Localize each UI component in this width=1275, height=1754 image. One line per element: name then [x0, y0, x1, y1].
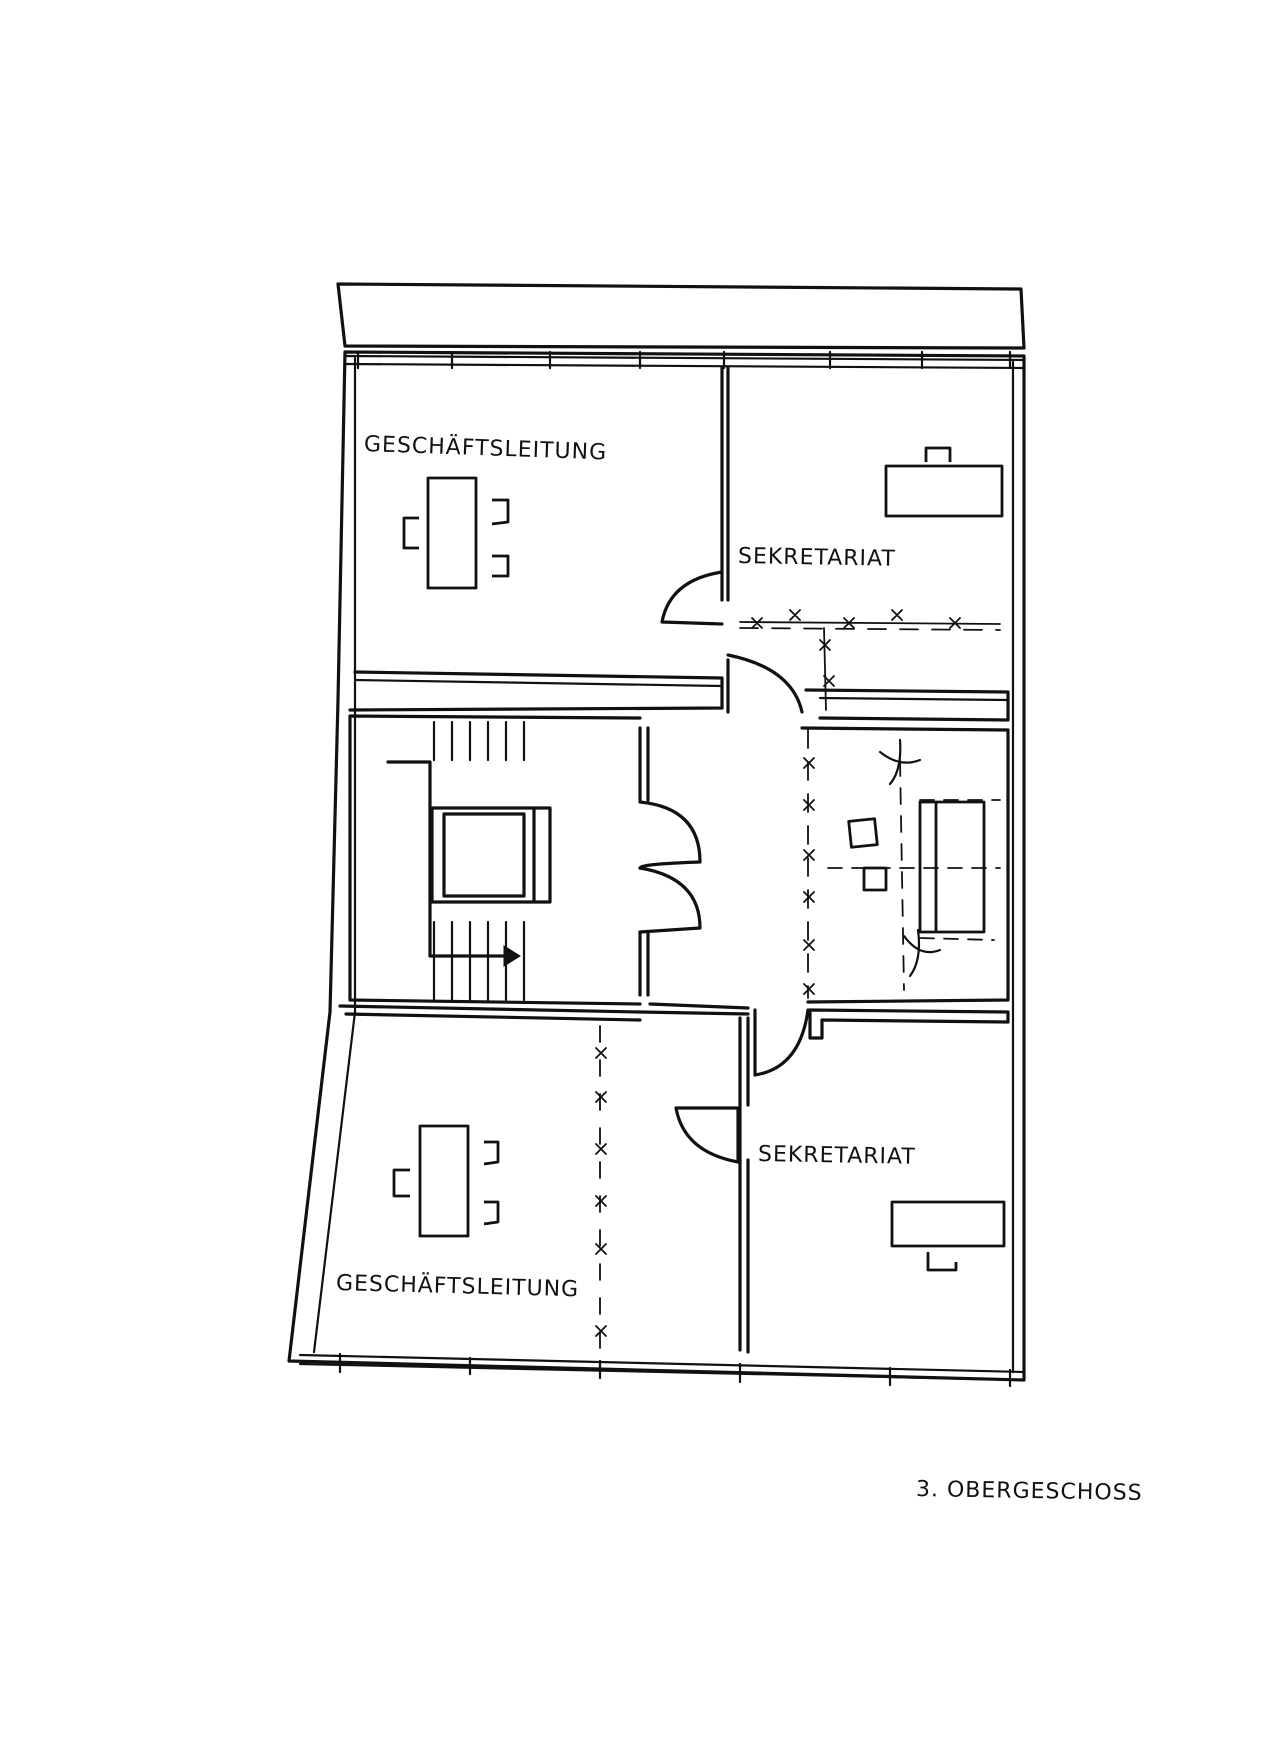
facade-windows: [298, 350, 1026, 1388]
desk-secretariat-top: [884, 446, 1004, 518]
desk-management-bottom: [392, 1124, 500, 1238]
corridor-walls: [338, 726, 1010, 1022]
desk-management-top: [402, 476, 510, 590]
room-management-bottom: [738, 1016, 750, 1352]
floor-title: 3. OBERGESCHOSS: [915, 1477, 1143, 1506]
room-management-top: [348, 366, 730, 712]
room-secretariat-bottom: [746, 1008, 1010, 1354]
building-outline: [287, 350, 1026, 1382]
room-label-secretariat-top: SEKRETARIAT: [737, 544, 897, 572]
partition-x-glyphs: [595, 609, 961, 1337]
desk-secretariat-bottom: [890, 1200, 1006, 1272]
door-swings: [638, 570, 810, 1164]
top-balcony-strip: [336, 282, 1026, 350]
stair-core: [348, 714, 642, 1006]
room-label-secretariat-bottom: SEKRETARIAT: [757, 1142, 917, 1170]
lounge-furniture: [847, 738, 986, 978]
room-secretariat-top: [726, 658, 1010, 722]
